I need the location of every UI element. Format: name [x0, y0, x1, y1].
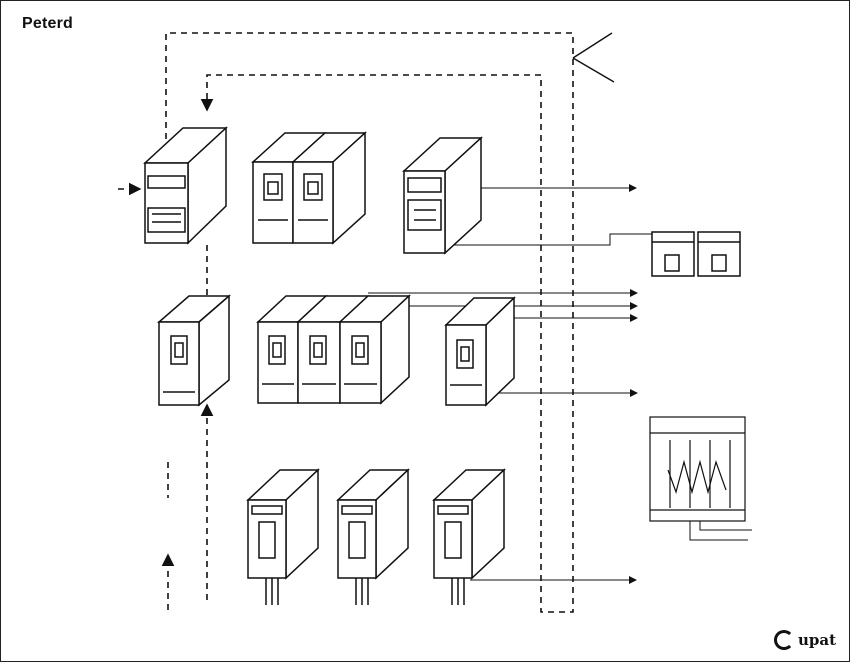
dashed-bus-lines: [118, 32, 574, 613]
cabinet-r1-3: [291, 131, 367, 245]
cabinet-r3-3: [432, 468, 506, 605]
cabinet-r2-4: [338, 294, 411, 405]
legend-pointer: [572, 32, 615, 83]
cabinet-r1-4: [402, 136, 483, 255]
cabinet-r1-2: [251, 132, 327, 244]
cabinet-r2-1: [156, 294, 232, 407]
diagram-title: Peterd: [22, 15, 73, 32]
logo-text: upat: [797, 631, 836, 649]
cabinet-r3-1: [246, 468, 320, 605]
brand-logo: upat: [773, 630, 836, 650]
detail-table: [649, 416, 746, 522]
cabinet-r2-5: [444, 296, 516, 407]
panel-detail-pair: [651, 231, 741, 277]
logo-icon: [773, 630, 794, 650]
cabinet-r1-1: [143, 126, 228, 245]
cabinet-r3-2: [336, 468, 410, 605]
cabinet-r2-3: [296, 295, 370, 404]
cabinet-r2-2: [256, 295, 328, 404]
